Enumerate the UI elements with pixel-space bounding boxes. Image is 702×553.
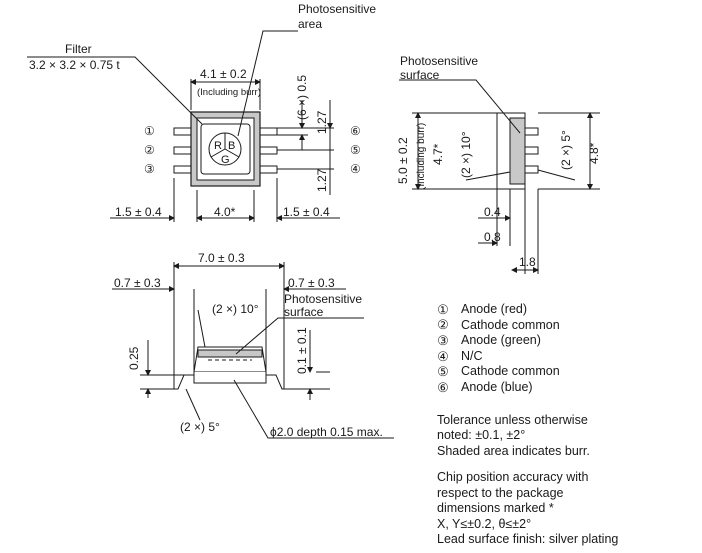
pitch-1: 1.27 [315, 110, 329, 134]
pin-number: ⑤ [437, 364, 449, 380]
front-surface-label-2: surface [284, 305, 324, 319]
pin-label: Anode (green) [461, 333, 541, 348]
pin-right-4: ④ [350, 162, 361, 176]
note-line: Tolerance unless otherwise [437, 412, 588, 427]
pin-label: Anode (red) [461, 302, 528, 317]
pin-number: ② [437, 317, 449, 333]
lead-left-1 [173, 127, 193, 136]
side-right-height: 4.8* [587, 142, 601, 164]
side-angle-2: (2 ×) 5° [559, 130, 573, 170]
lead-left-2 [173, 146, 193, 155]
center-dim: 4.0* [214, 205, 236, 219]
burr-note: (Including burr) [197, 87, 261, 98]
lead-right-4 [258, 165, 278, 174]
lead-right-6 [258, 127, 278, 136]
note-line: respect to the package [437, 485, 564, 500]
pin-legend-row: ④ N/C [437, 349, 699, 365]
pin-left-3: ③ [144, 162, 155, 176]
pin-legend: ① Anode (red) ② Cathode common ③ Anode (gre… [437, 302, 699, 548]
front-angle-top: (2 ×) 10° [212, 302, 259, 316]
front-lead-left [140, 374, 194, 390]
left-lead-dim: 1.5 ± 0.4 [115, 205, 162, 219]
front-lead-thickness: 0.25 [127, 346, 141, 370]
side-burr-note: (Including burr) [416, 123, 427, 190]
top-view [27, 30, 340, 222]
pin-legend-row: ⑥ Anode (blue) [437, 380, 699, 396]
right-lead-dim: 1.5 ± 0.4 [283, 205, 330, 219]
side-angle-1: (2 ×) 10° [459, 131, 473, 178]
side-surface-label-1: Photosensitive [400, 54, 478, 68]
side-lens [509, 117, 526, 185]
side-view [399, 79, 600, 274]
dim-1-8: 1.8 [519, 255, 536, 269]
front-right-dim: 0.7 ± 0.3 [288, 276, 335, 290]
pin-number: ③ [437, 332, 449, 348]
pin-pitch-dim: (6 ×) 0.5 [295, 75, 309, 120]
pin-right-6: ⑥ [350, 124, 361, 138]
front-hole-note: ϕ2.0 depth 0.15 max. [270, 425, 383, 439]
dim-0-4: 0.4 [484, 205, 501, 219]
front-view [112, 262, 394, 439]
front-lead-right [266, 374, 330, 390]
pin-label: N/C [461, 348, 483, 363]
rgb-r: R [214, 140, 222, 152]
pin-number: ④ [437, 348, 449, 364]
front-surface-offset: 0.1 ± 0.1 [295, 327, 309, 374]
side-surface-label-2: surface [400, 68, 440, 82]
note-line: Chip position accuracy with [437, 470, 589, 485]
accuracy-note: Chip position accuracy with respect to t… [437, 470, 699, 548]
pin-label: Anode (blue) [461, 380, 533, 395]
pin-number: ⑥ [437, 379, 449, 395]
pin-label: Cathode common [461, 364, 560, 379]
front-angle-bottom: (2 ×) 5° [180, 420, 220, 434]
side-inner-height: 4.7* [431, 143, 445, 165]
side-height-dim: 5.0 ± 0.2 [396, 137, 410, 184]
dim-0-8: 0.8 [484, 230, 501, 244]
filter-dims: 3.2 × 3.2 × 0.75 t [29, 58, 120, 72]
note-line: X, Y≤±0.2, θ≤±2° [437, 516, 532, 531]
area-label-2: area [298, 17, 322, 31]
pin-left-1: ① [144, 124, 155, 138]
front-left-dim: 0.7 ± 0.3 [114, 276, 161, 290]
pin-number: ① [437, 301, 449, 317]
note-line: Lead surface finish: silver plating [437, 532, 619, 547]
filter-label: Filter [65, 42, 92, 56]
pin-legend-row: ⑤ Cathode common [437, 364, 699, 380]
lead-right-5 [258, 146, 278, 155]
lead-left-3 [173, 165, 193, 174]
rgb-b: B [228, 140, 235, 152]
note-line: Shaded area indicates burr. [437, 443, 590, 458]
pin-legend-row: ① Anode (red) [437, 302, 699, 318]
front-surface-label-1: Photosensitive [284, 292, 362, 306]
note-line: dimensions marked * [437, 501, 554, 516]
area-label-1: Photosensitive [298, 2, 376, 16]
width-dim: 4.1 ± 0.2 [200, 67, 247, 81]
pin-right-5: ⑤ [350, 143, 361, 157]
tolerance-note: Tolerance unless otherwise noted: ±0.1, … [437, 413, 699, 460]
note-line: noted: ±0.1, ±2° [437, 428, 526, 443]
pin-legend-row: ③ Anode (green) [437, 333, 699, 349]
pin-label: Cathode common [461, 317, 560, 332]
pitch-2: 1.27 [315, 168, 329, 192]
rgb-g: G [221, 154, 230, 166]
pin-left-2: ② [144, 143, 155, 157]
front-total-width: 7.0 ± 0.3 [198, 251, 245, 265]
pin-legend-row: ② Cathode common [437, 318, 699, 334]
